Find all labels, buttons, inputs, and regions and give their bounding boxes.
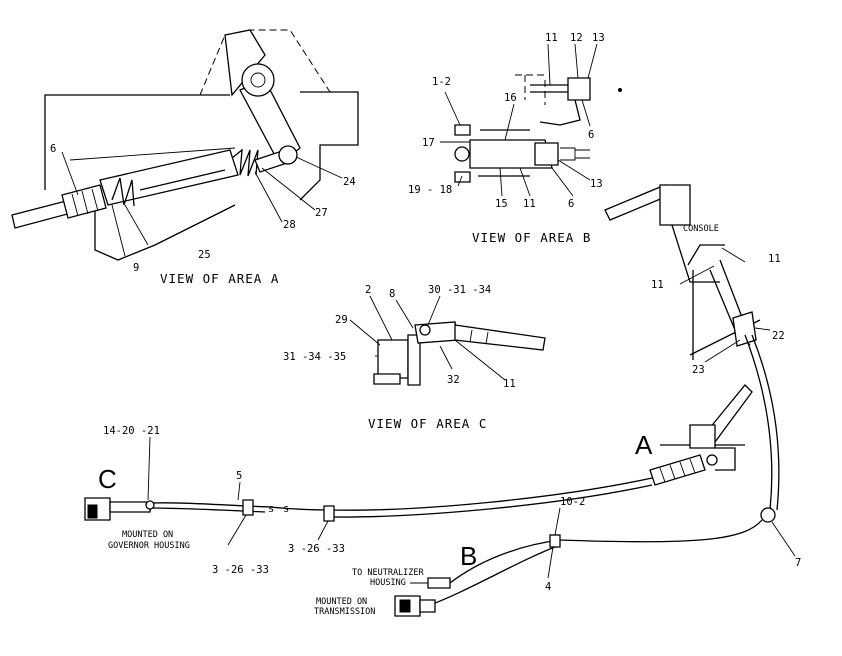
area-a-label-28: 28: [283, 219, 296, 231]
neutralizer-note-line2: HOUSING: [370, 578, 406, 588]
main-label-11-left: 11: [651, 279, 664, 291]
area-c-label-31-34-35: 31 -34 -35: [283, 351, 346, 363]
area-a-caption: VIEW OF AREA A: [160, 271, 279, 286]
area-c-caption: VIEW OF AREA C: [368, 416, 487, 431]
area-b-label-19-18: 19 - 18: [408, 184, 452, 196]
main-label-5: 5: [236, 470, 242, 482]
console-assembly: CONSOLE 11 11 22 23: [604, 184, 785, 376]
area-c-label-11: 11: [503, 378, 516, 390]
governor-note-line1: MOUNTED ON: [122, 530, 173, 540]
area-b-label-15: 15: [495, 198, 508, 210]
area-b-label-13-top: 13: [592, 32, 605, 44]
area-b-label-13-bot: 13: [590, 178, 603, 190]
main-label-22: 22: [772, 330, 785, 342]
area-b-label-6-top: 6: [588, 129, 594, 141]
area-c-label-2: 2: [365, 284, 371, 296]
area-c-label-29: 29: [335, 314, 348, 326]
area-b-label-11-top: 11: [545, 32, 558, 44]
area-c-view: 2 8 30 -31 -34 29 31 -34 -35 32 11 VIEW …: [283, 284, 546, 431]
main-label-11-right: 11: [768, 253, 781, 265]
cable-break-mark-left: s: [268, 503, 274, 515]
area-letter-c: C: [98, 464, 117, 494]
main-label-23: 23: [692, 364, 705, 376]
cable-break-mark-right: s: [283, 503, 289, 515]
console-label: CONSOLE: [683, 224, 719, 234]
area-b-label-1-2: 1-2: [432, 76, 451, 88]
main-label-14-20-21: 14-20 -21: [103, 425, 160, 437]
area-b-label-6-bot: 6: [568, 198, 574, 210]
main-label-3-26-33-left: 3 -26 -33: [212, 564, 269, 576]
main-label-10-2: 10-2: [560, 496, 585, 508]
area-c-label-32: 32: [447, 374, 460, 386]
area-c-label-8: 8: [389, 288, 395, 300]
transmission-note-line2: TRANSMISSION: [314, 607, 375, 617]
area-a-label-24: 24: [343, 176, 356, 188]
transmission-note-line1: MOUNTED ON: [316, 597, 367, 607]
main-cable-routing: 7 10-2 4 TO NEUTRALIZER HOUSING MOUNTED …: [84, 334, 801, 617]
neutralizer-note-line1: TO NEUTRALIZER: [352, 568, 425, 578]
main-label-7: 7: [795, 557, 801, 569]
area-b-caption: VIEW OF AREA B: [472, 230, 591, 245]
area-a-label-25: 25: [198, 249, 211, 261]
area-a-label-9: 9: [133, 262, 139, 274]
area-a-label-6: 6: [50, 143, 56, 155]
main-label-4: 4: [545, 581, 551, 593]
area-b-view: 1-2 16 11 12 13 6 17 19 - 18 15 11 6 13 …: [408, 32, 622, 245]
area-b-label-17: 17: [422, 137, 435, 149]
area-a-view: 6 9 25 28 27 24 VIEW OF AREA A: [11, 29, 359, 286]
governor-note-line2: GOVERNOR HOUSING: [108, 541, 190, 551]
area-b-label-16: 16: [504, 92, 517, 104]
area-a-label-27: 27: [315, 207, 328, 219]
area-letter-b: B: [460, 541, 477, 571]
area-b-label-11-bot: 11: [523, 198, 536, 210]
main-label-3-26-33-mid: 3 -26 -33: [288, 543, 345, 555]
area-b-label-12: 12: [570, 32, 583, 44]
area-letter-a: A: [635, 430, 653, 460]
area-c-label-30-31-34: 30 -31 -34: [428, 284, 491, 296]
